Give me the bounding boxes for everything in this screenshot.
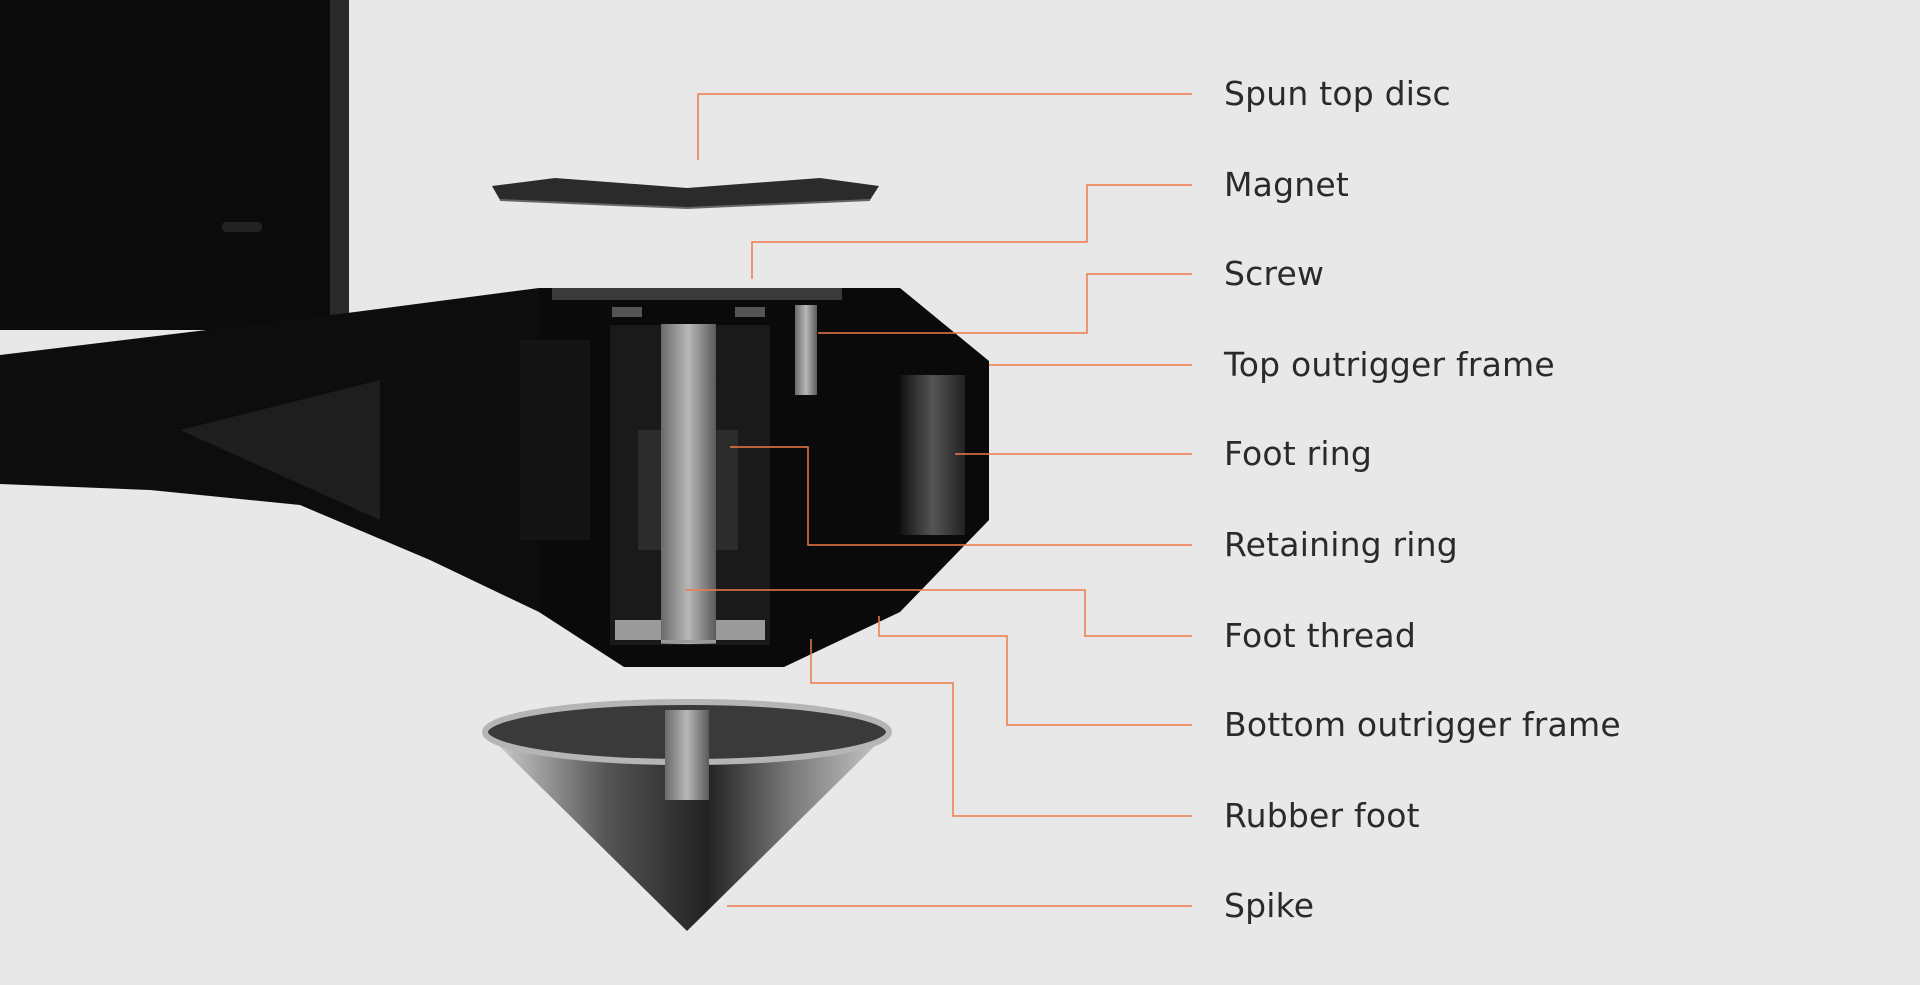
foot-thread — [661, 324, 716, 644]
label-foot-thread: Foot thread — [1224, 616, 1416, 655]
label-rubber-foot: Rubber foot — [1224, 796, 1420, 835]
label-top-outrigger-frame: Top outrigger frame — [1224, 345, 1555, 384]
label-magnet: Magnet — [1224, 165, 1349, 204]
leader-bottom-outrigger-frame — [878, 616, 1192, 726]
leader-magnet — [751, 184, 1192, 279]
label-retaining-ring: Retaining ring — [1224, 525, 1458, 564]
label-bottom-outrigger-frame: Bottom outrigger frame — [1224, 705, 1621, 744]
arm-highlight — [180, 380, 380, 520]
leader-lines — [686, 93, 1192, 907]
foot-body-cross-section — [520, 288, 989, 667]
foot-ring — [900, 375, 965, 535]
screw — [795, 305, 817, 395]
leader-foot-thread — [686, 589, 1192, 637]
magnet — [612, 307, 642, 317]
top-disc — [492, 178, 879, 210]
leader-retaining-ring — [730, 446, 1192, 546]
leader-rubber-foot — [810, 639, 1192, 817]
label-screw: Screw — [1224, 254, 1325, 293]
label-spike: Spike — [1224, 886, 1315, 925]
label-spun-top-disc: Spun top disc — [1224, 74, 1451, 113]
speaker-column — [0, 0, 349, 330]
leader-screw — [818, 273, 1192, 334]
label-foot-ring: Foot ring — [1224, 434, 1373, 473]
leader-spun-top-disc — [697, 93, 1192, 160]
spike — [482, 699, 892, 931]
